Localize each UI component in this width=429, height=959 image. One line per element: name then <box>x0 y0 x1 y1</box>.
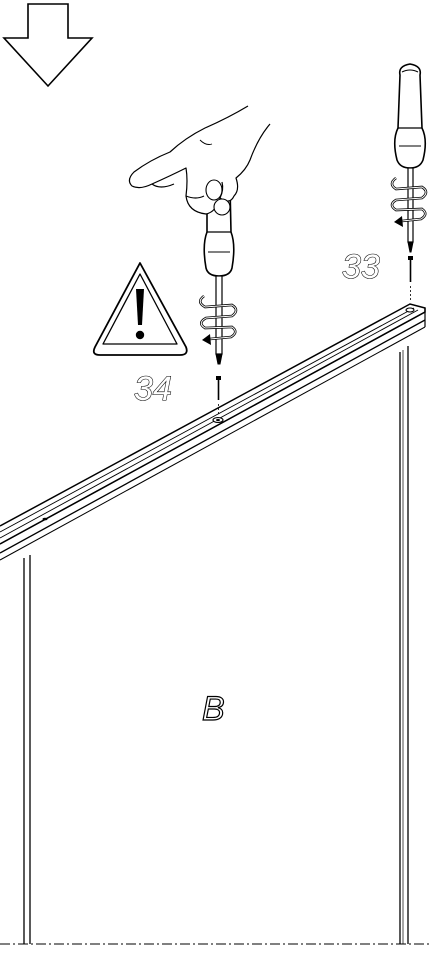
screwdriver-icon <box>390 63 428 300</box>
hand-icon <box>128 105 271 216</box>
top-rail <box>0 303 426 561</box>
panel-label: B <box>202 690 225 728</box>
step-number-33: 33 <box>342 248 380 286</box>
step-number-34: 34 <box>134 370 172 408</box>
panel-b <box>0 346 429 945</box>
warning-triangle-icon <box>92 262 188 356</box>
down-arrow-icon <box>2 3 94 88</box>
